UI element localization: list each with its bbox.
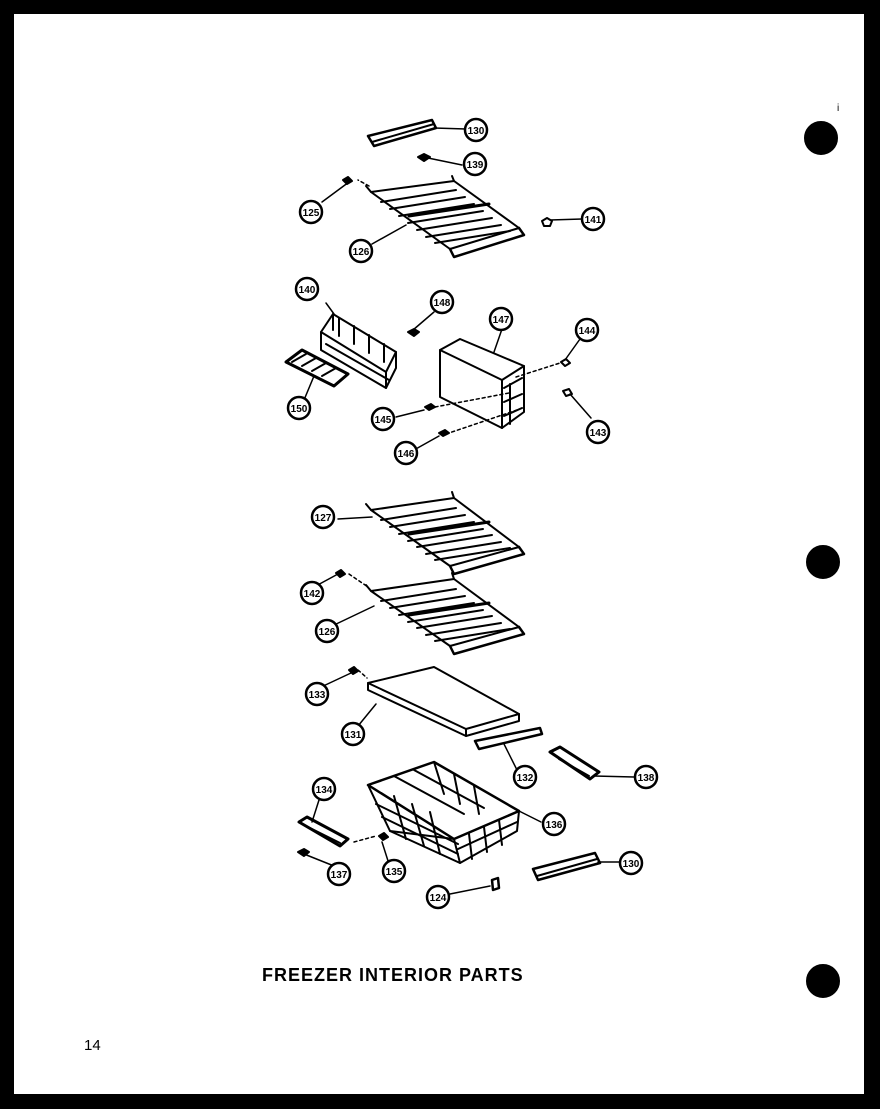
callout-label-134: 134 [316,785,333,796]
part-pin-125 [342,176,353,185]
callout-circle-127 [310,504,336,530]
callout-circle-150 [286,395,312,421]
part-wire-basket-136 [366,760,521,864]
callout-circle-130b [618,850,644,876]
callout-label-145: 145 [375,415,392,426]
callout-circle-144 [574,317,600,343]
callout-label-137: 137 [331,870,348,881]
parts-sheet: 130 139 125 141 126 140 148 147 144 150 … [14,14,864,1094]
part-wire-shelf-126-upper [365,175,526,259]
part-wire-shelf-126-lower [365,572,526,656]
part-stop-124 [490,876,501,892]
callout-label-146: 146 [398,449,415,460]
part-shelf-trim-top [366,118,438,148]
callout-label-148: 148 [434,298,451,309]
part-shelf-trim-bottom [531,851,602,882]
callout-circle-143 [585,419,611,445]
part-screw-143 [562,388,573,397]
callout-label-141: 141 [585,215,602,226]
callout-label-130: 130 [468,126,485,137]
callout-circle-136 [541,811,567,837]
callout-label-144: 144 [579,326,596,337]
callout-label-147: 147 [493,315,510,326]
callout-circle-124 [425,884,451,910]
callout-circle-138 [633,764,659,790]
leader-lines [303,127,635,895]
callout-circle-140 [294,276,320,302]
binder-hole-top [804,121,838,155]
callout-circle-146 [393,440,419,466]
callout-circle-148 [429,289,455,315]
callout-circle-142 [299,580,325,606]
part-screw-145 [424,403,436,411]
callout-circle-137 [326,861,352,887]
callout-circle-126b [314,618,340,644]
part-wire-shelf-127 [365,491,526,576]
callout-label-126: 126 [353,247,370,258]
page-number: 14 [84,1037,101,1054]
callout-circle-133 [304,681,330,707]
part-bracket-134 [297,815,350,848]
callout-circle-145 [370,406,396,432]
callout-label-138: 138 [638,773,655,784]
callout-circle-134 [311,776,337,802]
callout-label-125: 125 [303,208,320,219]
part-solid-shelf-131 [367,666,520,737]
callout-label-135: 135 [386,867,403,878]
part-pin-142 [335,569,346,578]
callout-circle-131 [340,721,366,747]
part-clip-139 [417,153,431,162]
callout-label-136: 136 [546,820,563,831]
callout-circle-126a [348,238,374,264]
callout-label-133: 133 [309,690,326,701]
part-bin-rack-140 [320,313,397,389]
part-grille-150 [284,348,350,388]
callout-circle-132 [512,764,538,790]
callout-label-131: 131 [345,730,362,741]
binder-hole-middle [806,545,840,579]
callout-label-140: 140 [299,285,316,296]
callout-circle-130a [463,117,489,143]
callout-label-124: 124 [430,893,447,904]
callout-circle-125 [298,199,324,225]
callout-label-142: 142 [304,589,321,600]
part-clip-141 [541,217,553,227]
part-screw-148 [407,328,420,337]
part-screw-137 [297,848,310,857]
callout-label-130: 130 [623,859,640,870]
callout-circle-147 [488,306,514,332]
callout-circle-135 [381,858,407,884]
callout-circle-141 [580,206,606,232]
callout-label-143: 143 [590,428,607,439]
part-trim-138 [548,745,601,781]
callout-label-150: 150 [291,404,308,415]
callout-label-139: 139 [467,160,484,171]
binder-hole-bottom [806,964,840,998]
callout-label-126: 126 [319,627,336,638]
part-trim-132 [473,726,544,751]
page-title: FREEZER INTERIOR PARTS [262,965,524,985]
exploded-parts-diagram: 130 139 125 141 126 140 148 147 144 150 … [284,117,840,998]
callout-circles [286,117,659,910]
callout-label-132: 132 [517,773,534,784]
callout-circle-139a [462,151,488,177]
part-screw-135 [378,832,389,841]
part-ice-box-147 [439,338,525,429]
corner-mark: i [837,103,840,114]
callout-label-127: 127 [315,513,332,524]
